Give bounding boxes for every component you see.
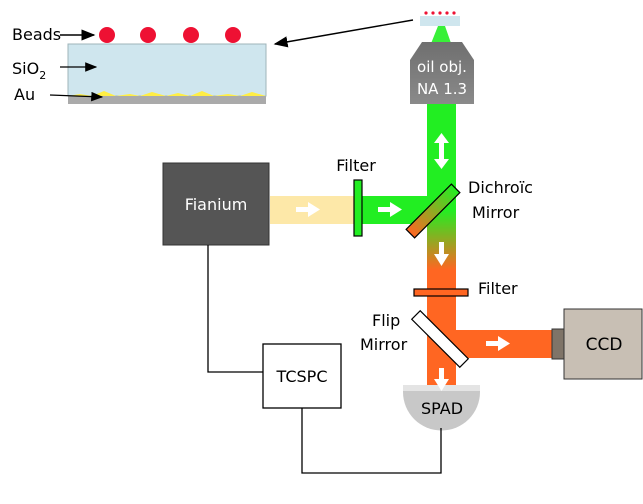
ccd-label: CCD <box>586 335 623 355</box>
filter-top-label: Filter <box>336 156 376 175</box>
right-arrow-icon <box>486 336 510 351</box>
right-arrow-icon <box>378 202 402 217</box>
cable-fianium-tcspc <box>207 245 263 373</box>
focus-cone <box>430 26 452 46</box>
down-arrow-icon <box>434 242 449 266</box>
au-islands <box>68 91 266 96</box>
sio2-label: SiO2 <box>12 59 46 82</box>
sample-slide <box>420 16 460 26</box>
right-arrow-icon <box>296 202 320 217</box>
filter-top <box>353 179 363 237</box>
au-label: Au <box>14 85 35 104</box>
filter-mid <box>413 288 469 297</box>
bead <box>225 27 241 43</box>
spad-label: SPAD <box>421 399 463 418</box>
down-arrow-icon <box>434 368 449 391</box>
flip-label-line1: Flip <box>372 311 400 330</box>
sample-inset: Beads SiO2 Au <box>12 25 267 104</box>
up-down-arrow-icon <box>434 133 449 169</box>
cable-tcspc-spad <box>301 408 442 474</box>
dichroic-mirror <box>405 183 461 239</box>
sample-dots <box>424 11 456 15</box>
zoom-pointer <box>273 19 414 48</box>
flip-label-line2: Mirror <box>360 335 408 354</box>
sio2-substrate <box>67 43 267 97</box>
au-layer <box>68 96 266 104</box>
tcspc-label: TCSPC <box>276 367 328 386</box>
bead <box>140 27 156 43</box>
fianium-laser: Fianium <box>162 162 270 246</box>
tcspc-module: TCSPC <box>262 343 342 409</box>
objective-label-line2: NA 1.3 <box>417 80 467 98</box>
objective-label-line1: oil obj. <box>417 58 467 76</box>
flip-mirror <box>410 309 470 369</box>
oil-objective: oil obj. NA 1.3 <box>410 42 474 104</box>
bead <box>183 27 199 43</box>
beads-label: Beads <box>12 25 61 44</box>
ccd-camera: CCD <box>551 308 643 380</box>
filter-mid-label: Filter <box>478 279 518 298</box>
spad-detector: SPAD <box>403 385 480 431</box>
au-pointer <box>49 91 104 102</box>
dichroic-label-line2: Mirror <box>472 203 520 222</box>
bead <box>99 27 115 43</box>
fianium-label: Fianium <box>185 195 248 214</box>
dichroic-label-line1: Dichroïc <box>468 178 533 197</box>
